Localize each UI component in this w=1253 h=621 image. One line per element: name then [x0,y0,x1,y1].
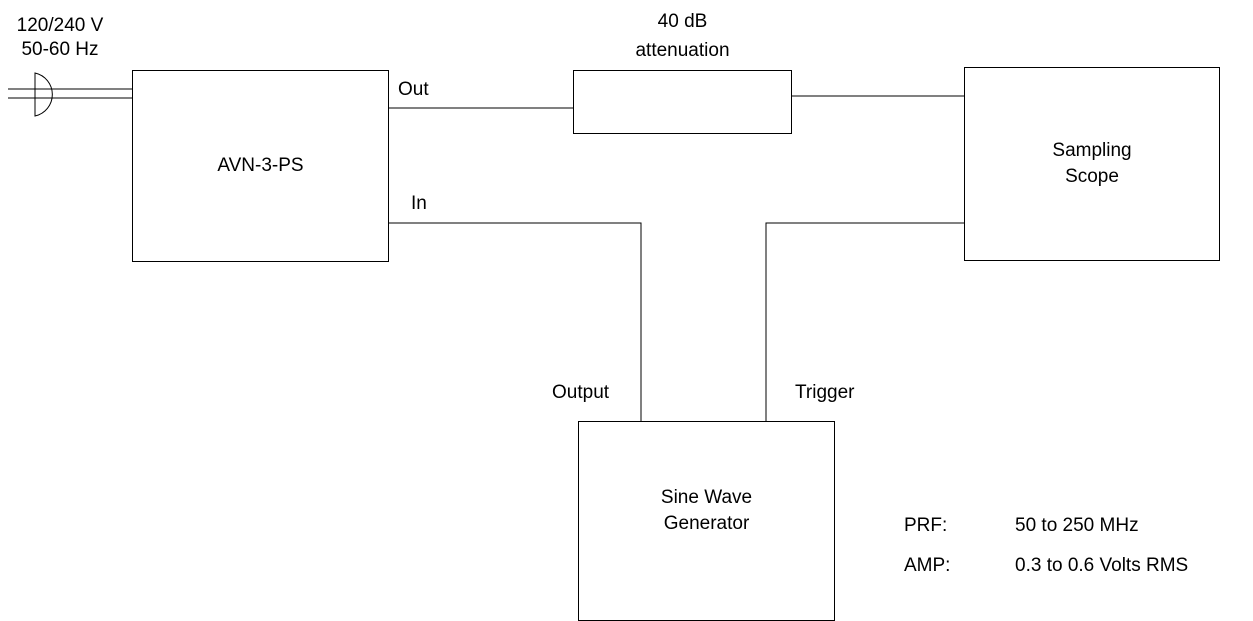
generator-output-port-label: Output [552,382,610,403]
avn-out-port-label: Out [398,79,429,100]
scope-label-line2: Scope [1065,166,1119,187]
attenuator-value-label: 40 dB [657,11,708,32]
power-voltage-label: 120/240 V [16,15,104,36]
attenuator-name-label: attenuation [635,40,730,61]
sine-wave-generator-box: Sine Wave Generator [578,421,835,621]
spec-prf-key: PRF: [904,515,948,536]
avn-3-ps-label: AVN-3-PS [217,155,304,176]
spec-amp-key: AMP: [904,555,951,576]
generator-trigger-port-label: Trigger [795,382,855,403]
generator-label-line2: Generator [663,513,750,534]
avn-3-ps-box: AVN-3-PS [132,70,389,262]
spec-prf-value: 50 to 250 MHz [1015,515,1139,536]
scope-label-line1: Sampling [1052,140,1132,161]
wire-in-to-generator-output [388,222,642,421]
avn-in-port-label: In [411,193,427,214]
power-plug-icon [34,72,53,117]
generator-label-line1: Sine Wave [660,487,753,508]
wire-trigger-to-scope [765,222,964,421]
attenuator-box [573,70,792,134]
spec-amp-value: 0.3 to 0.6 Volts RMS [1015,555,1189,576]
power-frequency-label: 50-60 Hz [21,39,99,60]
sampling-scope-box: Sampling Scope [964,67,1220,261]
